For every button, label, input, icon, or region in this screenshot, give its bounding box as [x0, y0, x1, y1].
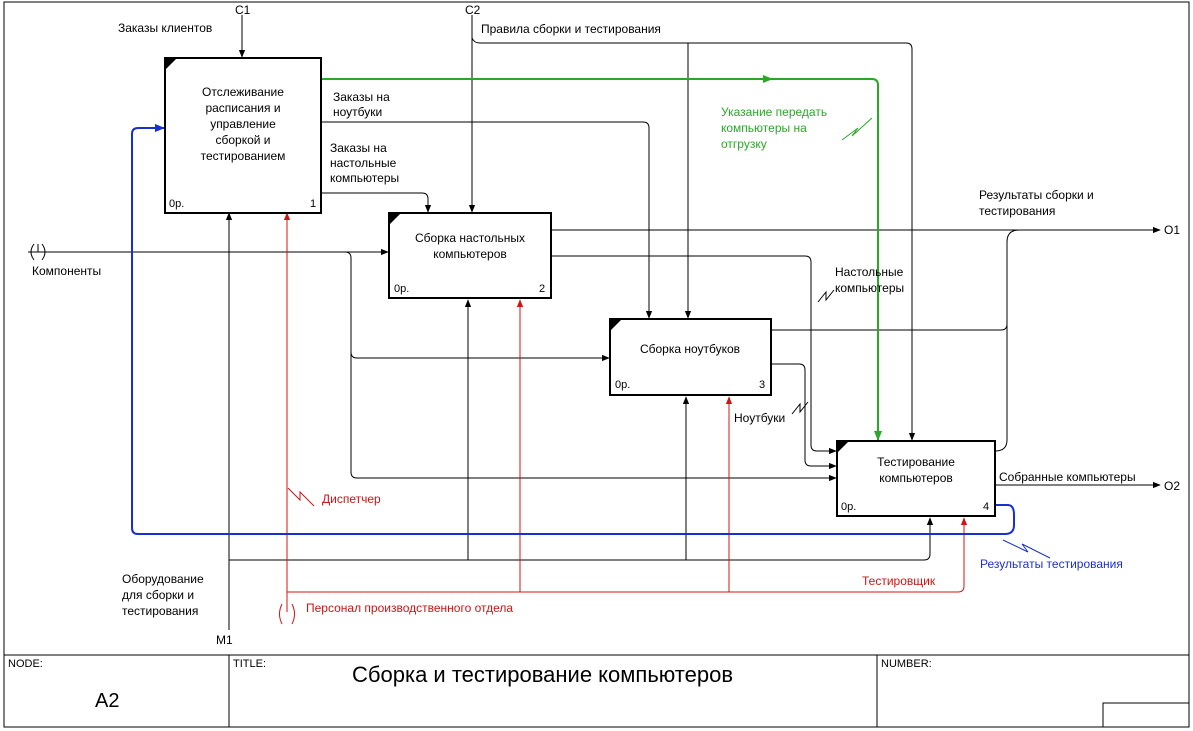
- arrow-orders-desktops: [321, 192, 432, 213]
- label-personnel: Персонал производственного отдела: [306, 601, 513, 615]
- box1-number: 1: [310, 198, 316, 210]
- box2-number: 2: [539, 283, 545, 295]
- label-equipment-2: для сборки и: [122, 588, 194, 602]
- activity-box-2[interactable]: Сборка настольных компьютеров 0р. 2: [388, 212, 552, 299]
- label-results-assembly-2: тестирования: [979, 204, 1055, 218]
- box4-number: 4: [983, 501, 989, 513]
- green-arrows: [321, 75, 882, 441]
- box2-cost: 0р.: [394, 283, 409, 295]
- blue-arrows: [131, 124, 1051, 559]
- node-label: NODE:: [8, 658, 43, 670]
- label-o1: O1: [1164, 223, 1180, 237]
- arrow-components-to-box4: [350, 352, 837, 482]
- squiggle-dispatcher: [287, 487, 315, 507]
- box1-title-line-2: расписания и: [205, 101, 280, 115]
- label-components: Компоненты: [32, 264, 101, 278]
- diagram-title: Сборка и тестирование компьютеров: [352, 662, 733, 687]
- activity-box-4[interactable]: Тестирование компьютеров 0р. 4: [836, 440, 996, 517]
- arrow-box3-results: [771, 323, 1008, 331]
- label-tester: Тестировщик: [862, 574, 936, 588]
- arrow-personnel-bus: [287, 517, 968, 593]
- arrow-orders-laptops: [321, 121, 653, 319]
- label-assembled: Собранные компьютеры: [999, 470, 1136, 484]
- label-orders-laptops-1: Заказы на: [333, 90, 390, 104]
- label-transfer-1: Указание передать: [721, 105, 827, 119]
- label-rules: Правила сборки и тестирования: [481, 22, 661, 36]
- label-laptops: Ноутбуки: [734, 411, 785, 425]
- label-desktops-2: компьютеры: [835, 281, 904, 295]
- label-dispatcher: Диспетчер: [322, 492, 381, 506]
- arrow-transfer-down: [772, 78, 882, 441]
- label-equipment-3: тестирования: [122, 604, 198, 618]
- label-orders-laptops-2: ноутбуки: [333, 105, 382, 119]
- box1-title-line-5: тестированием: [201, 149, 286, 163]
- squiggle-laptops: [791, 401, 809, 415]
- title-label: TITLE:: [233, 658, 266, 670]
- box4-cost: 0р.: [841, 501, 856, 513]
- label-transfer-3: отгрузку: [721, 137, 767, 151]
- box4-title-line-1: Тестирование: [877, 455, 955, 469]
- label-o2: O2: [1164, 479, 1180, 493]
- box2-title-line-1: Сборка настольных: [415, 231, 525, 245]
- label-c1: C1: [235, 3, 251, 17]
- label-orders-desktops-2: настольные: [330, 156, 397, 170]
- tunnel-personnel-icon: [279, 603, 295, 625]
- arrow-equipment-branch: [229, 517, 934, 561]
- arrow-desktops: [551, 255, 837, 455]
- squiggle-test-results: [1002, 539, 1051, 559]
- label-orders-desktops-1: Заказы на: [330, 141, 387, 155]
- box3-cost: 0р.: [615, 379, 630, 391]
- label-test-results: Результаты тестирования: [980, 557, 1123, 571]
- node-value: A2: [95, 690, 119, 712]
- arrow-labels: C1 C2 Заказы клиентов Правила сборки и т…: [30, 3, 1180, 647]
- tunnel-components-icon: [30, 243, 46, 261]
- box1-cost: 0р.: [169, 198, 184, 210]
- number-label: NUMBER:: [881, 658, 932, 670]
- red-arrows: [283, 212, 968, 612]
- box1-title-line-4: сборкой и: [215, 133, 270, 147]
- box3-number: 3: [759, 379, 765, 391]
- label-orders-clients: Заказы клиентов: [118, 21, 212, 35]
- label-c2: C2: [465, 3, 481, 17]
- box1-title-line-3: управление: [210, 117, 276, 131]
- box2-title-line-2: компьютеров: [433, 247, 507, 261]
- label-transfer-2: компьютеры на: [721, 121, 807, 135]
- arrow-c2-rules: [471, 37, 916, 441]
- activity-box-3[interactable]: Сборка ноутбуков 0р. 3: [609, 318, 772, 396]
- label-orders-desktops-3: компьютеры: [330, 171, 399, 185]
- label-equipment-1: Оборудование: [122, 572, 204, 586]
- diagram-frame: [3, 1, 1190, 728]
- squiggle-desktops: [817, 289, 835, 303]
- title-block: [4, 654, 1190, 728]
- box1-title-line-1: Отслеживание: [202, 85, 284, 99]
- black-arrows: [28, 15, 1161, 630]
- arrow-laptops: [771, 363, 837, 470]
- label-results-assembly-1: Результаты сборки и: [979, 188, 1094, 202]
- activity-box-1[interactable]: Отслеживание расписания и управление сбо…: [164, 57, 322, 214]
- box4-title-line-2: компьютеров: [879, 471, 953, 485]
- box3-title-line-1: Сборка ноутбуков: [640, 342, 740, 356]
- arrow-test-results-feedback: [131, 124, 1015, 535]
- squiggle-transfer: [841, 117, 873, 141]
- arrow-results-collector: [994, 229, 1020, 452]
- label-m1: M1: [216, 633, 233, 647]
- label-desktops-1: Настольные: [835, 265, 904, 279]
